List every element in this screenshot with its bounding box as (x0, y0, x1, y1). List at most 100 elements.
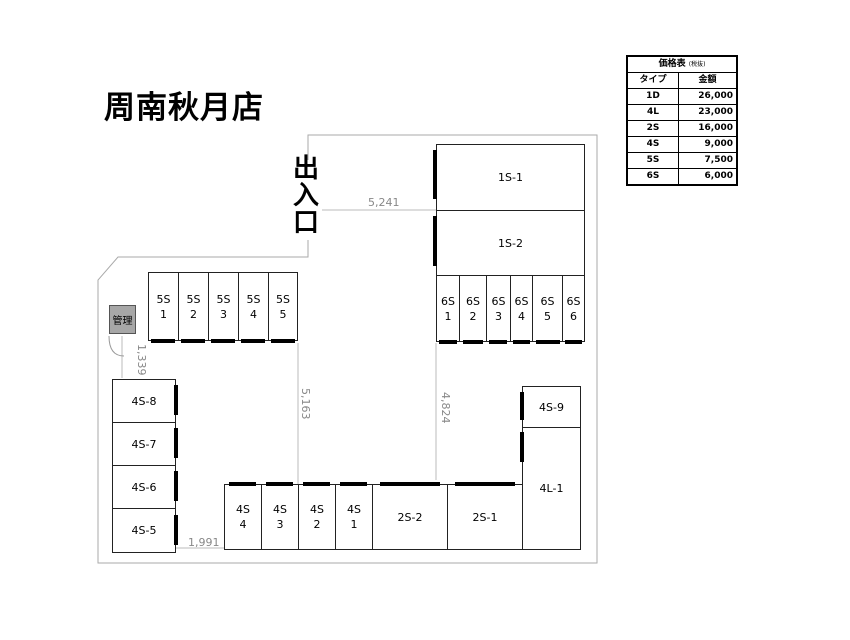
door-5S-3 (211, 339, 235, 343)
unit-4S-3[interactable]: 4S 3 (261, 484, 299, 550)
price-table-row: 1D 26,000 (626, 88, 738, 105)
price-type: 5S (626, 152, 679, 169)
door-5S-2 (181, 339, 205, 343)
dim-office-gap: 1,339 (135, 344, 148, 376)
unit-label: 4L-1 (539, 482, 564, 495)
site-boundary (97, 134, 598, 564)
dim-bottom-gap: 1,991 (188, 536, 220, 549)
price-table-row: 6S 6,000 (626, 168, 738, 186)
unit-4S-2[interactable]: 4S 2 (298, 484, 336, 550)
price-table-row: 5S 7,500 (626, 152, 738, 169)
unit-5S-5[interactable]: 5S 5 (268, 272, 298, 341)
unit-5S-2[interactable]: 5S 2 (178, 272, 209, 341)
unit-label: 5S 3 (216, 292, 231, 321)
door-4S-8 (174, 385, 178, 415)
price-table-caption-row: 価格表 (税抜) (626, 55, 738, 73)
price-value: 16,000 (678, 120, 738, 137)
door-6S-2 (463, 340, 483, 344)
unit-2S-1[interactable]: 2S-1 (447, 484, 523, 550)
price-type: 6S (626, 168, 679, 186)
unit-5S-3[interactable]: 5S 3 (208, 272, 239, 341)
unit-4S-1[interactable]: 4S 1 (335, 484, 373, 550)
unit-label: 5S 1 (156, 292, 171, 321)
unit-1S-2[interactable]: 1S-2 (436, 210, 585, 276)
unit-4S-4[interactable]: 4S 4 (224, 484, 262, 550)
unit-label: 4S 4 (236, 503, 250, 531)
door-5S-4 (241, 339, 265, 343)
unit-6S-3[interactable]: 6S 3 (486, 275, 511, 342)
unit-label: 6S 1 (441, 294, 455, 323)
unit-label: 4S 1 (347, 503, 361, 531)
price-table: 価格表 (税抜) タイプ 金額 1D 26,000 4L 23,000 2S 1… (626, 55, 738, 186)
door-4S-6 (174, 471, 178, 501)
unit-label: 4S-9 (539, 400, 564, 414)
price-table-row: 4S 9,000 (626, 136, 738, 153)
office-door-arc (108, 335, 125, 357)
price-table-note: (税抜) (688, 61, 706, 68)
door-5S-5 (271, 339, 295, 343)
price-value: 6,000 (678, 168, 738, 186)
unit-label: 6S 2 (466, 294, 480, 323)
unit-4L-1[interactable]: 4L-1 (522, 427, 581, 550)
price-table-row: 4L 23,000 (626, 104, 738, 121)
entrance-char: 入 (292, 181, 319, 211)
unit-label: 1S-1 (498, 171, 523, 184)
unit-label: 5S 2 (186, 292, 201, 321)
price-value: 26,000 (678, 88, 738, 105)
unit-4S-5[interactable]: 4S-5 (112, 508, 176, 553)
unit-1S-1[interactable]: 1S-1 (436, 144, 585, 211)
price-table-header-type: タイプ (626, 72, 679, 89)
door-6S-6 (565, 340, 582, 344)
price-value: 9,000 (678, 136, 738, 153)
price-type: 2S (626, 120, 679, 137)
dim-entrance-gap: 5,241 (368, 196, 400, 209)
price-value: 23,000 (678, 104, 738, 121)
unit-6S-6[interactable]: 6S 6 (562, 275, 585, 342)
office-box: 管理 (109, 305, 136, 334)
unit-label: 4S-8 (131, 394, 157, 408)
unit-6S-5[interactable]: 6S 5 (532, 275, 563, 342)
unit-label: 6S 4 (514, 294, 529, 323)
price-type: 1D (626, 88, 679, 105)
price-type: 4S (626, 136, 679, 153)
door-4S-9 (520, 392, 524, 420)
entrance-char: 出 (292, 154, 319, 184)
unit-label: 5S 5 (276, 292, 290, 321)
dim-right-aisle: 4,824 (439, 392, 452, 424)
office-label: 管理 (112, 316, 133, 327)
unit-label: 4S-5 (131, 524, 157, 537)
door-4S-b3 (266, 482, 293, 486)
unit-label: 4S-7 (131, 437, 157, 451)
unit-6S-1[interactable]: 6S 1 (436, 275, 460, 342)
door-5S-1 (151, 339, 175, 343)
store-title: 周南秋月店 (104, 90, 264, 126)
unit-4S-7[interactable]: 4S-7 (112, 422, 176, 466)
unit-4S-6[interactable]: 4S-6 (112, 465, 176, 509)
door-4S-b4 (229, 482, 256, 486)
door-6S-3 (489, 340, 507, 344)
unit-6S-2[interactable]: 6S 2 (459, 275, 487, 342)
price-table-title: 価格表 (658, 59, 686, 69)
unit-4S-8[interactable]: 4S-8 (112, 379, 176, 423)
door-1S-2 (433, 216, 437, 266)
unit-5S-4[interactable]: 5S 4 (238, 272, 269, 341)
unit-label: 6S 3 (491, 294, 506, 323)
unit-label: 4S-6 (131, 480, 157, 494)
entrance-char: 口 (292, 208, 319, 238)
price-table-caption: 価格表 (税抜) (626, 55, 738, 73)
unit-label: 5S 4 (246, 292, 261, 321)
unit-2S-2[interactable]: 2S-2 (372, 484, 448, 550)
unit-4S-9[interactable]: 4S-9 (522, 386, 581, 428)
price-type: 4L (626, 104, 679, 121)
unit-label: 4S 3 (273, 503, 287, 531)
unit-label: 2S-1 (472, 510, 498, 524)
door-6S-5 (536, 340, 560, 344)
price-table-row: 2S 16,000 (626, 120, 738, 137)
unit-5S-1[interactable]: 5S 1 (148, 272, 179, 341)
door-6S-4 (513, 340, 530, 344)
door-4S-7 (174, 428, 178, 458)
unit-label: 4S 2 (310, 503, 324, 531)
unit-label: 6S 6 (566, 294, 581, 323)
unit-6S-4[interactable]: 6S 4 (510, 275, 533, 342)
